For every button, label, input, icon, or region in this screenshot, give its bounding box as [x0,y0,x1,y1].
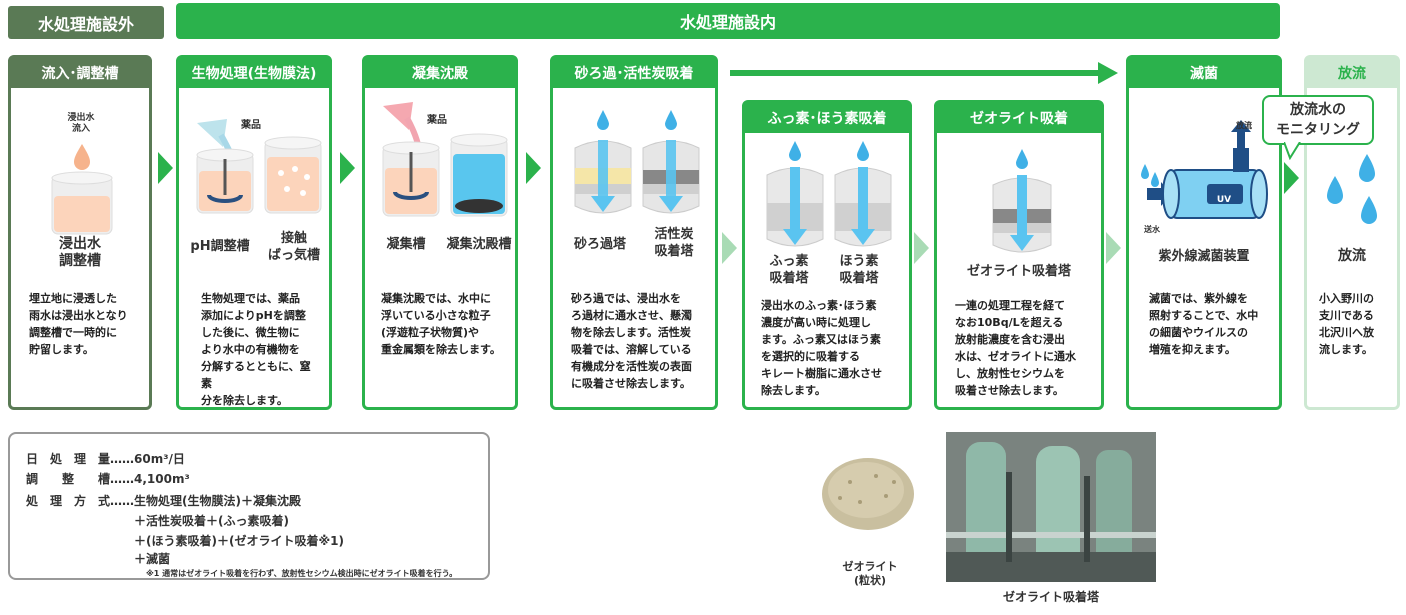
tower-photo-illustration [946,432,1156,582]
tank-icon [51,144,113,235]
flow-arrow [158,152,173,184]
release-label: 放流 [1338,248,1366,264]
chem-label: 薬品 [427,115,447,126]
card-inflow: 流入･調整槽 浸出水 流入 浸出水 調整槽 埋立地に浸透した 雨水は浸出水となり… [8,55,152,410]
bio-desc: 生物処理では、薬品 添加によりpHを調整 した後に、微生物に より水中の有機物を… [201,292,311,407]
flow-arrow [526,152,541,184]
bio-label-1: pH調整槽 [190,239,250,254]
in-label: 送水 [1144,225,1160,234]
card-zeolite: ゼオライト吸着 ゼオライト吸着塔 一連の処理工程を経て なお10Bq/Lを超える… [934,100,1104,410]
card-title: 流入･調整槽 [11,58,149,88]
card-coag: 凝集沈殿 薬品 凝集槽 凝集沈殿槽 凝集沈殿では、水中に 浮いている小さな粒子 … [362,55,518,410]
header-outside: 水処理施設外 [8,6,164,39]
header-inside: 水処理施設内 [176,3,1280,39]
tank-pair-icon [196,119,322,214]
flow-arrow [914,232,929,264]
steril-desc: 滅菌では、紫外線を 照射することで、水中 の細菌やウイルスの 増殖を抑えます。 [1149,292,1259,356]
zeolite-tower-icon [992,149,1052,253]
fluor-label-2: ほう素 吸着塔 [839,254,879,286]
card-title: ゼオライト吸着 [937,103,1101,133]
flow-arrow [340,152,355,184]
tower-caption: ゼオライト吸着塔 [1002,590,1099,604]
coag-label-1: 凝集槽 [386,237,426,252]
spec-row: 調 整 槽……4,100m³ [26,472,190,486]
card-title: 生物処理(生物膜法) [179,58,329,88]
zeolite-tower-photo [946,432,1156,582]
uv-unit-icon [1141,120,1268,219]
zeolite-desc: 一連の処理工程を経て なお10Bq/Lを超える 放射能濃度を含む浸出 水は、ゼオ… [955,299,1076,397]
spec-row: 日 処 理 量……60m³/日 [26,452,185,466]
card-title: ふっ素･ほう素吸着 [745,103,909,133]
card-sand: 砂ろ過･活性炭吸着 砂ろ過塔 活性炭 吸着塔 砂ろ過では、浸出水を ろ過材に通水… [550,55,718,410]
fluor-desc: 浸出水のふっ素･ほう素 濃度が高い時に処理し ます。ふっ素又はほう素 を選択的に… [761,299,882,397]
card-title: 放流 [1307,58,1397,88]
uv-label: UV [1216,195,1232,205]
card-sterilization: 滅菌 放流 送水 UV 紫外線滅菌装置 滅菌では、紫外線を 照射することで、水中… [1126,55,1282,410]
coag-desc: 凝集沈殿では、水中に 浮いている小さな粒子 (浮遊粒子状物質)や 重金属類を除去… [381,292,501,356]
card-bio: 生物処理(生物膜法) 薬品 pH調整槽 接触 ばっ気槽 生物処理では、薬品 添加… [176,55,332,410]
inflow-label: 浸出水 流入 [67,113,95,134]
bio-label-2: 接触 ばっ気槽 [267,231,320,263]
spec-row: ＋(ほう素吸着)＋(ゼオライト吸着※1) [26,534,344,548]
sand-label-2: 活性炭 吸着塔 [654,227,694,259]
fluor-label-1: ふっ素 吸着塔 [769,254,809,286]
card-fluor: ふっ素･ほう素吸着 ふっ素 吸着塔 ほう素 吸着塔 浸出水のふっ素･ほう素 濃度… [742,100,912,410]
sand-desc: 砂ろ過では、浸出水を ろ過材に通水させ、懸濁 物を除去します。活性炭 吸着では、… [571,292,692,390]
release-desc: 小入野川の 支川である 北沢川へ放 流します。 [1319,292,1374,356]
flow-arrow [1284,162,1299,194]
inflow-desc: 埋立地に浸透した 雨水は浸出水となり 調整槽で一時的に 貯留します。 [29,292,128,356]
tower-pair-icon [766,141,892,247]
zeolite-caption: ゼオライト (粒状) [842,560,898,587]
flow-arrow [1106,232,1121,264]
spec-note: ※1 通常はゼオライト吸着を行わず、放射性セシウム検出時にゼオライト吸着を行う。 [146,569,458,578]
tank-pair-icon [382,102,508,217]
steril-label: 紫外線滅菌装置 [1158,249,1250,264]
spec-box: 日 処 理 量……60m³/日 調 整 槽……4,100m³ 処 理 方 式……… [8,432,490,580]
chem-label: 薬品 [241,120,261,131]
tower-pair-icon [574,110,700,214]
sand-label-1: 砂ろ過塔 [573,237,626,252]
long-flow-arrow [730,62,1118,84]
water-drops-icon [1327,154,1377,224]
spec-row: ＋活性炭吸着＋(ふっ素吸着) [26,514,289,528]
zeolite-label: ゼオライト吸着塔 [966,264,1071,279]
bubble-tail [1284,142,1301,160]
monitoring-bubble: 放流水の モニタリング [1262,95,1374,145]
zeolite-granule-image [822,458,914,530]
coag-label-2: 凝集沈殿槽 [446,237,512,252]
card-title: 砂ろ過･活性炭吸着 [553,58,715,88]
card-title: 凝集沈殿 [365,58,515,88]
inflow-tank-label: 浸出水 調整槽 [59,236,101,269]
spec-row: ＋滅菌 [26,552,171,566]
spec-row: 処 理 方 式……生物処理(生物膜法)＋凝集沈殿 [26,494,301,508]
out-label: 放流 [1236,121,1252,130]
flow-arrow [722,232,737,264]
card-title: 滅菌 [1129,58,1279,88]
